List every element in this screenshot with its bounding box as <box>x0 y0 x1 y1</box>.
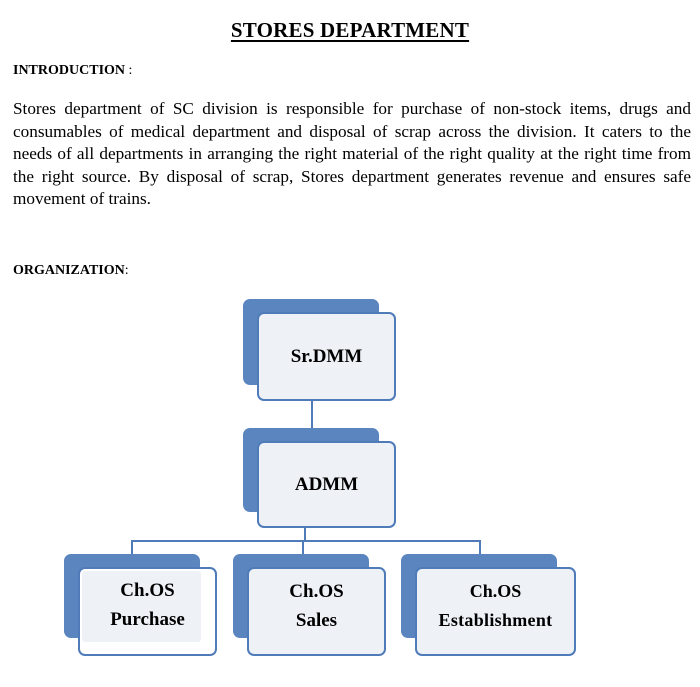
node-face: ADMM <box>257 441 396 528</box>
node-face: Ch.OS Purchase <box>78 567 217 656</box>
connector-purchase <box>131 540 133 554</box>
connector-establishment <box>479 540 481 554</box>
node-sales-line2: Sales <box>295 609 338 631</box>
node-face: Sr.DMM <box>257 312 396 401</box>
introduction-heading: INTRODUCTION : <box>13 63 132 79</box>
organization-colon: : <box>124 263 129 278</box>
node-chos-establishment: Ch.OS Establishment <box>401 554 576 656</box>
node-face: Ch.OS Sales <box>247 567 386 656</box>
connector-middle-bus <box>304 528 306 542</box>
node-chos-purchase: Ch.OS Purchase <box>64 554 217 656</box>
connector-top-middle <box>311 385 313 428</box>
node-purchase-line2: Purchase <box>110 608 185 630</box>
organization-heading: ORGANIZATION: <box>13 263 129 279</box>
connector-horizontal-bus <box>131 540 481 542</box>
introduction-colon: : <box>128 63 133 78</box>
organization-label: ORGANIZATION <box>13 263 125 278</box>
introduction-label: INTRODUCTION <box>13 63 126 78</box>
node-chos-sales: Ch.OS Sales <box>233 554 386 656</box>
page-title: STORES DEPARTMENT <box>230 18 470 42</box>
node-sales-line1: Ch.OS <box>289 580 344 602</box>
node-establishment-line2: Establishment <box>438 609 553 630</box>
connector-sales <box>302 540 304 554</box>
introduction-paragraph: Stores department of SC division is resp… <box>13 99 691 208</box>
node-admm-label: ADMM <box>294 474 359 495</box>
node-admm: ADMM <box>243 428 396 528</box>
node-sr-dmm: Sr.DMM <box>243 299 396 401</box>
node-face: Ch.OS Establishment <box>415 567 576 656</box>
node-establishment-line1: Ch.OS <box>469 580 522 601</box>
node-sr-dmm-label: Sr.DMM <box>290 346 363 367</box>
node-purchase-line1: Ch.OS <box>120 579 175 601</box>
node-highlight <box>82 571 201 642</box>
